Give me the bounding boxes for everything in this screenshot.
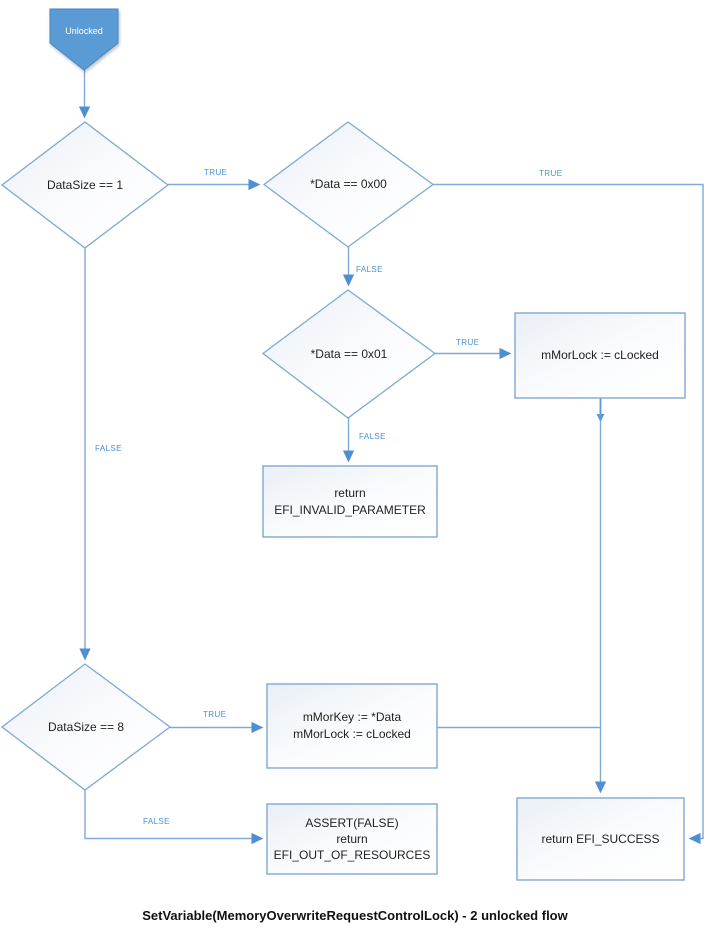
- diagram-title: SetVariable(MemoryOverwriteRequestContro…: [142, 908, 568, 923]
- process-invalid-parameter-shape: [262, 465, 438, 538]
- decision-datasize1-shape: [0, 121, 170, 249]
- process-mmorlock-shape: [514, 312, 686, 399]
- process-assert-shape: [266, 803, 438, 875]
- process-mmorkey-shape: [266, 683, 438, 769]
- terminal-success-shape: [516, 797, 685, 881]
- decision-datasize8-shape: [0, 663, 172, 791]
- start-shape: [49, 8, 119, 71]
- connector-data00-true: [433, 183, 704, 845]
- connector-datasize8-false: [84, 790, 264, 845]
- decision-data00-shape: [262, 121, 435, 248]
- mid-arrowhead: [596, 414, 605, 422]
- decision-data01-shape: [261, 289, 437, 419]
